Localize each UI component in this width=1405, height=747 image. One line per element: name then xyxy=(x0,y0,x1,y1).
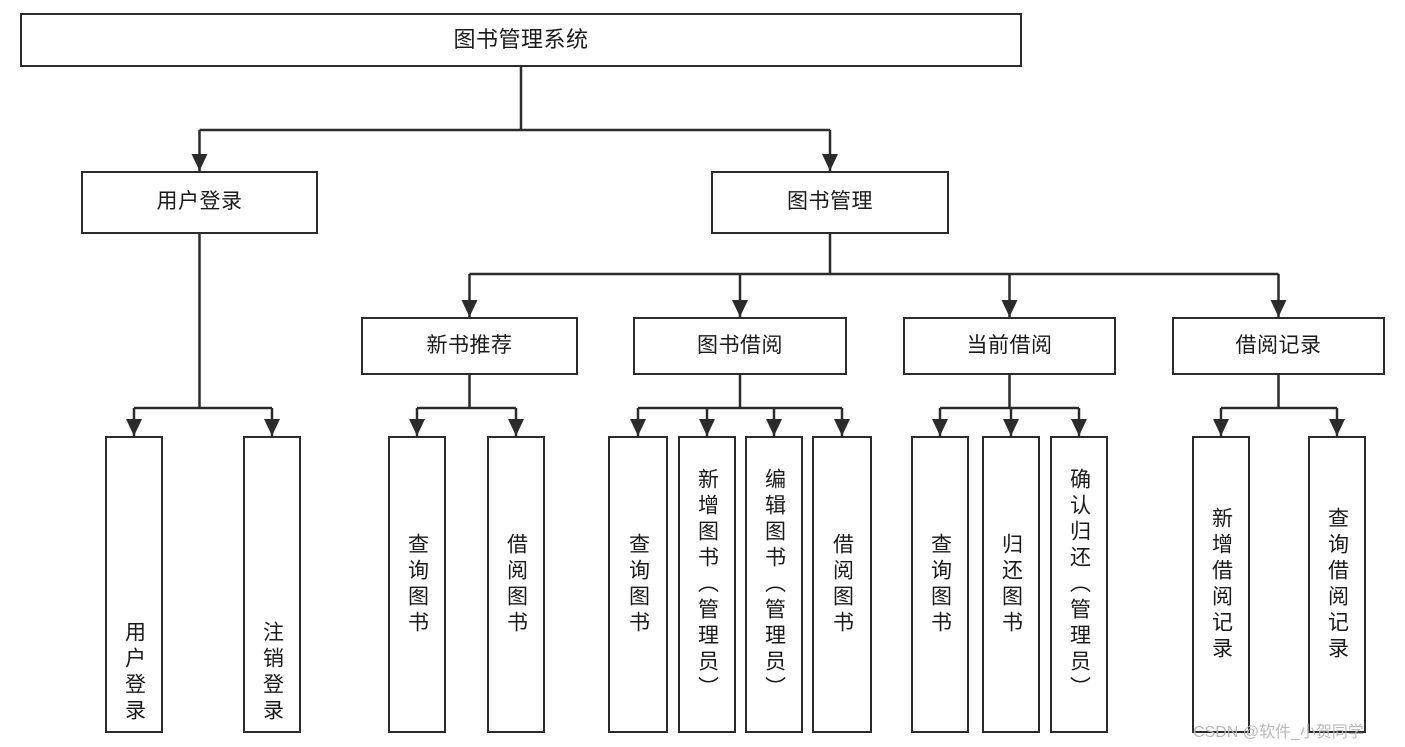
node-leaf-add-book: 新增图书（管理员） xyxy=(678,436,736,733)
arrow-head-new-book-rec xyxy=(461,300,478,317)
node-label: 查询借阅记录 xyxy=(1325,506,1349,663)
arrow-head-leaf-query-book-1 xyxy=(409,419,425,436)
arrow-head-current-borrow xyxy=(1001,300,1018,317)
node-label: 确认归还（管理员） xyxy=(1067,467,1091,702)
watermark-text: CSDN @软件_小贺同学 xyxy=(1193,724,1364,741)
node-label: 用户登录 xyxy=(156,190,243,214)
node-label: 新增借阅记录 xyxy=(1209,506,1233,663)
node-label: 归还图书 xyxy=(999,532,1023,637)
node-leaf-query-book-3: 查询图书 xyxy=(911,436,969,733)
arrow-head-leaf-add-record xyxy=(1213,419,1229,436)
node-new-book-rec: 新书推荐 xyxy=(361,317,578,375)
node-label: 新增图书（管理员） xyxy=(695,467,719,702)
node-label: 编辑图书（管理员） xyxy=(762,467,786,702)
node-label: 查询图书 xyxy=(928,532,952,637)
node-leaf-return-book: 归还图书 xyxy=(982,436,1040,733)
node-book-manage: 图书管理 xyxy=(711,171,949,234)
node-leaf-logout: 注销登录 xyxy=(243,436,301,733)
arrow-head-user-login xyxy=(191,154,208,171)
node-leaf-confirm-return: 确认归还（管理员） xyxy=(1050,436,1108,733)
node-leaf-query-book-2: 查询图书 xyxy=(608,436,668,733)
arrow-head-leaf-logout xyxy=(264,419,280,436)
node-leaf-borrow-book-1: 借阅图书 xyxy=(487,436,545,733)
node-label: 图书借阅 xyxy=(697,333,783,357)
arrow-head-leaf-edit-book xyxy=(766,419,782,436)
node-leaf-edit-book: 编辑图书（管理员） xyxy=(745,436,803,733)
arrow-head-leaf-query-book-3 xyxy=(932,419,948,436)
arrow-head-book-manage xyxy=(822,154,838,171)
arrow-head-book-borrow xyxy=(732,300,748,317)
node-current-borrow: 当前借阅 xyxy=(903,317,1116,375)
node-label: 查询图书 xyxy=(405,532,429,637)
node-label: 查询图书 xyxy=(626,532,650,637)
arrow-head-leaf-add-book xyxy=(699,419,715,436)
node-leaf-borrow-book-2: 借阅图书 xyxy=(812,436,872,733)
node-label: 当前借阅 xyxy=(966,333,1053,357)
node-leaf-query-record: 查询借阅记录 xyxy=(1308,436,1366,733)
arrow-head-leaf-user-login xyxy=(126,419,142,436)
arrow-head-borrow-record xyxy=(1270,300,1287,317)
arrow-head-leaf-query-record xyxy=(1329,419,1345,436)
arrow-head-leaf-borrow-book-2 xyxy=(834,419,850,436)
arrow-head-leaf-borrow-book-1 xyxy=(508,419,524,436)
arrow-head-leaf-confirm-return xyxy=(1071,419,1087,436)
arrow-head-leaf-query-book-2 xyxy=(630,419,646,436)
node-label: 图书管理系统 xyxy=(453,27,589,53)
node-label: 用户登录 xyxy=(122,621,146,725)
node-label: 借阅图书 xyxy=(504,532,528,637)
node-leaf-add-record: 新增借阅记录 xyxy=(1192,436,1250,733)
node-root: 图书管理系统 xyxy=(20,13,1022,67)
node-leaf-query-book-1: 查询图书 xyxy=(388,436,446,733)
node-label: 图书管理 xyxy=(787,190,873,214)
node-label: 新书推荐 xyxy=(426,333,513,357)
node-leaf-user-login: 用户登录 xyxy=(105,436,163,733)
node-borrow-record: 借阅记录 xyxy=(1172,317,1385,375)
node-label: 注销登录 xyxy=(260,621,284,725)
node-label: 借阅记录 xyxy=(1235,333,1322,357)
node-label: 借阅图书 xyxy=(830,532,854,637)
arrow-head-leaf-return-book xyxy=(1003,419,1019,436)
node-book-borrow: 图书借阅 xyxy=(633,317,847,375)
node-user-login: 用户登录 xyxy=(81,171,318,234)
